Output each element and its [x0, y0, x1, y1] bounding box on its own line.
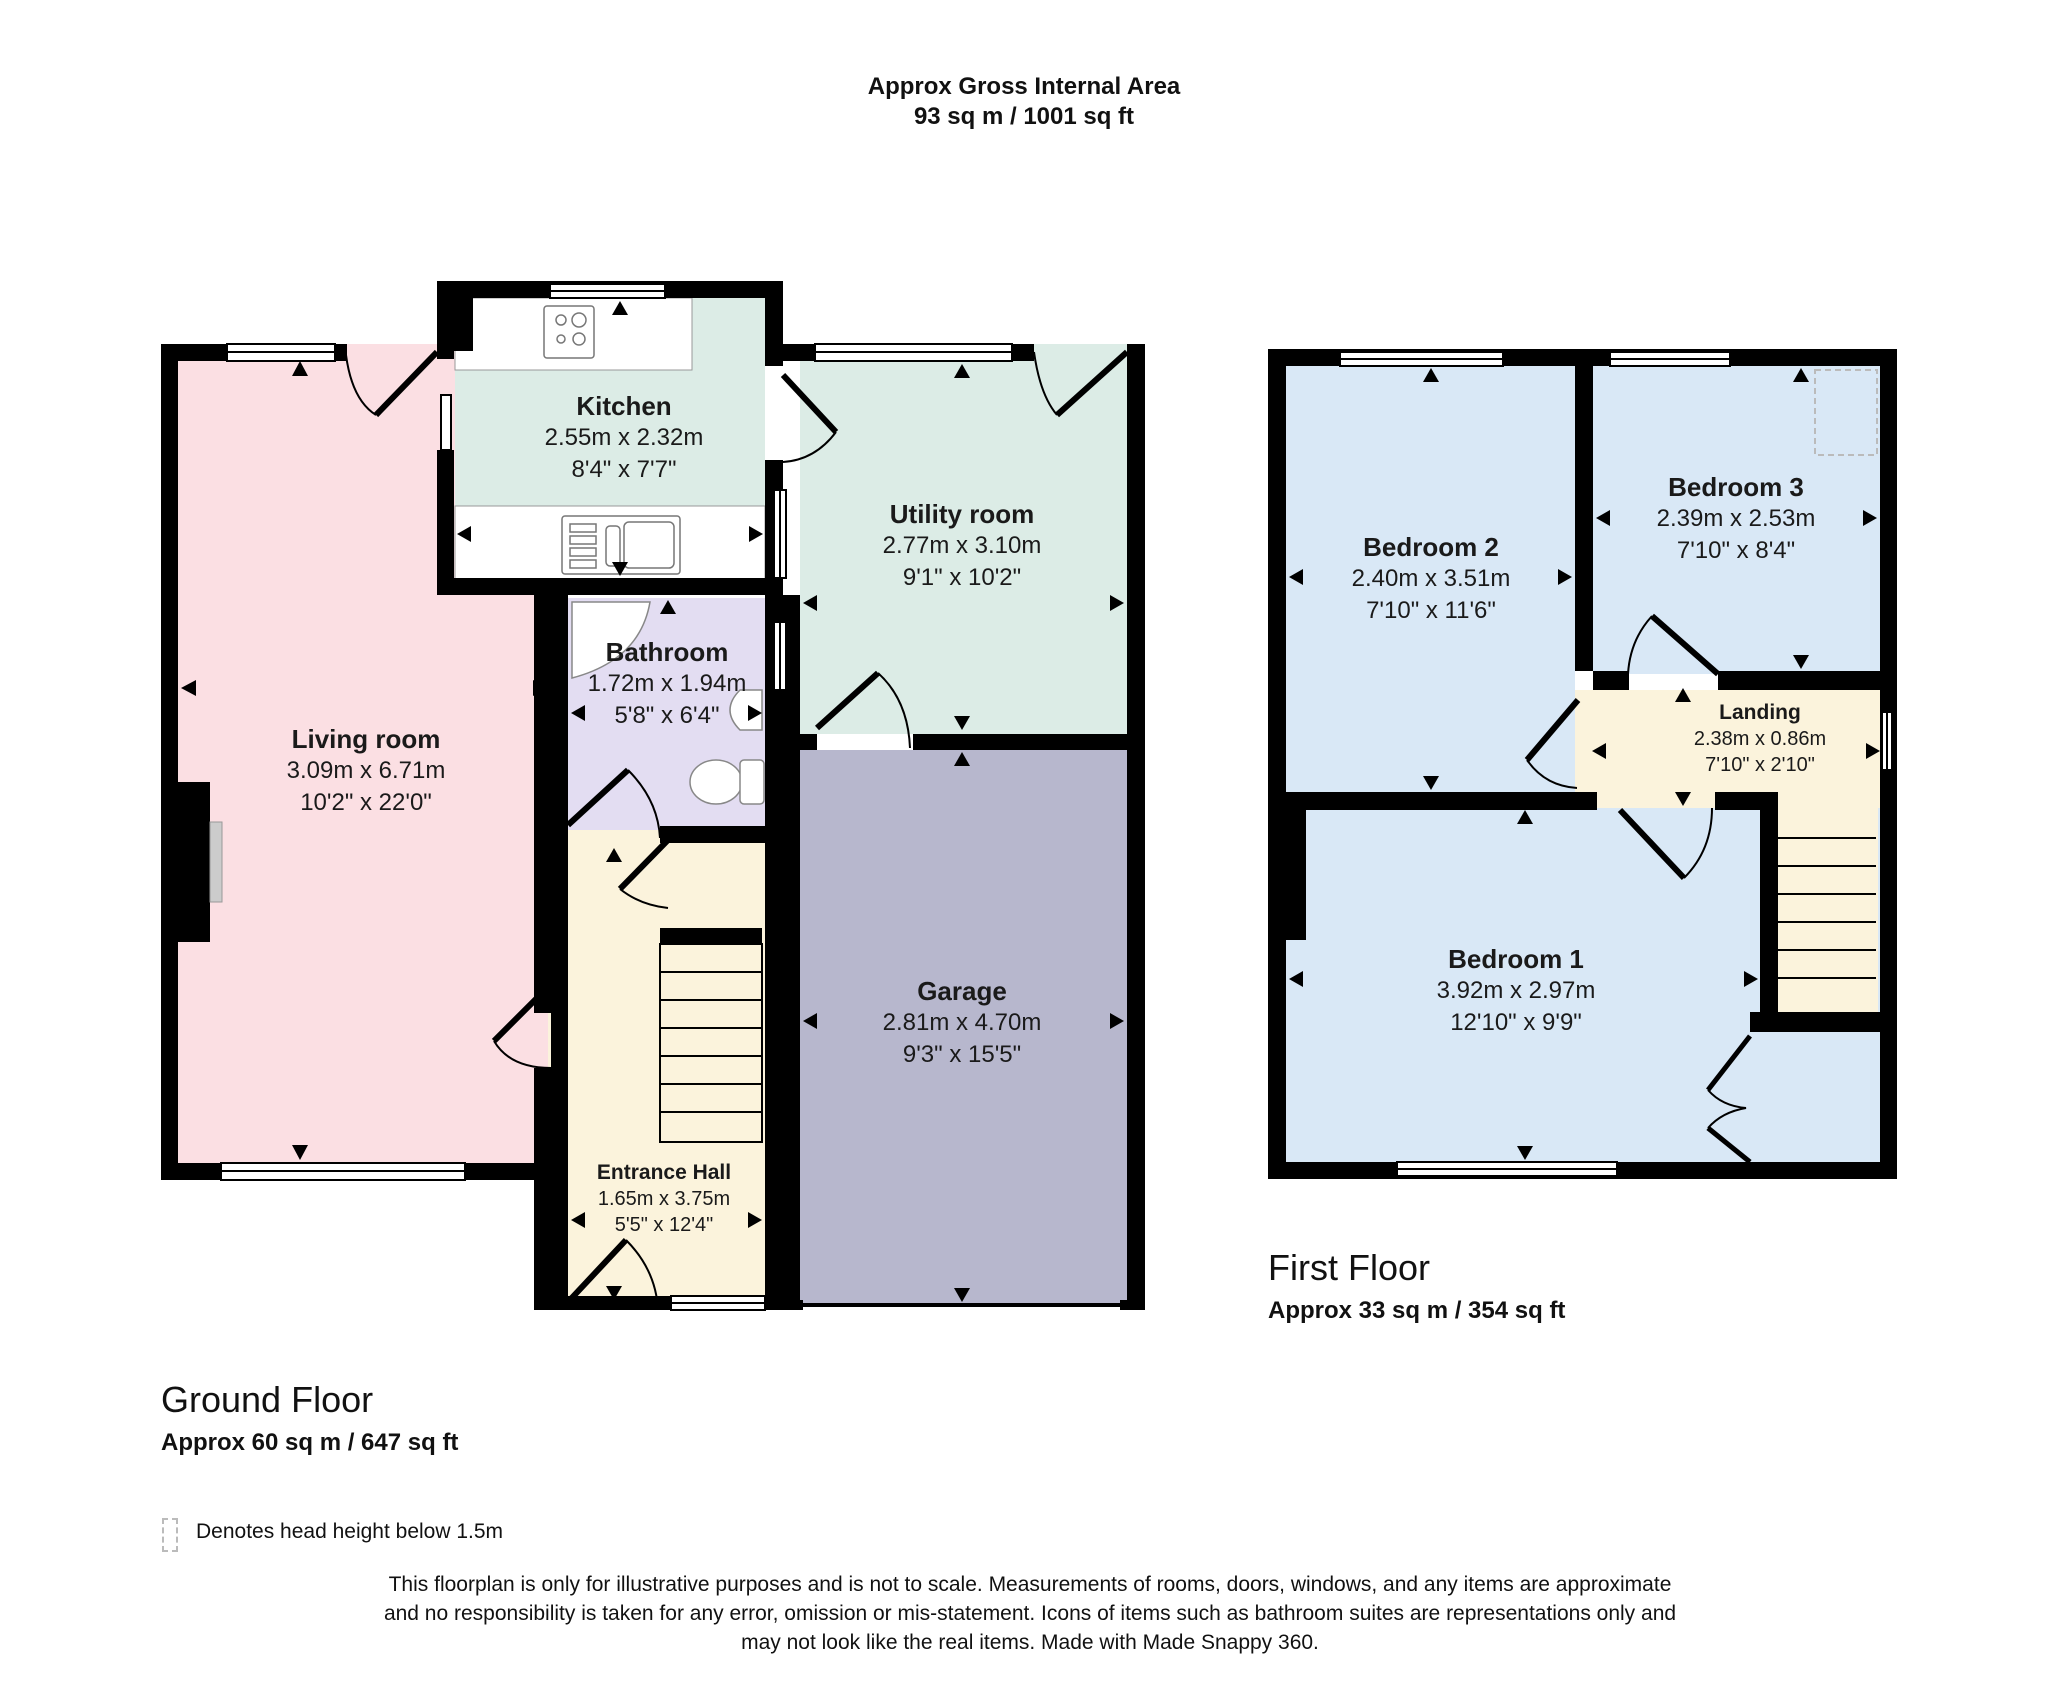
room-imperial: 7'10" x 2'10"	[1705, 754, 1815, 776]
room-name: Bedroom 3	[1668, 472, 1804, 502]
ground-floor-stairs	[659, 943, 763, 1143]
head-height-marker	[1814, 369, 1878, 456]
room-label-landing: Landing 2.38m x 0.86m 7'10" x 2'10"	[1694, 700, 1826, 778]
room-name: Bedroom 2	[1363, 532, 1499, 562]
disclaimer-line-3: may not look like the real items. Made w…	[741, 1631, 1319, 1654]
toilet-icon	[689, 759, 765, 805]
kitchen-worktop-top	[454, 297, 693, 371]
ground-floor-area: Approx 60 sq m / 647 sq ft	[161, 1429, 459, 1456]
room-imperial: 7'10" x 8'4"	[1676, 537, 1796, 564]
first-floor-area: Approx 33 sq m / 354 sq ft	[1268, 1297, 1566, 1324]
landing-fill	[1575, 690, 1880, 810]
dashed-rectangle-icon	[162, 1518, 178, 1552]
room-metric: 2.40m x 3.51m	[1351, 565, 1511, 592]
room-label-utility-room: Utility room 2.77m x 3.10m 9'1" x 10'2"	[883, 498, 1042, 594]
first-floor-windows	[1339, 351, 1893, 1177]
ground-floor-doors	[345, 349, 1130, 1311]
room-metric: 3.92m x 2.97m	[1436, 977, 1596, 1004]
gia-title: Approx Gross Internal Area	[867, 73, 1181, 100]
legend-text: Denotes head height below 1.5m	[196, 1520, 504, 1543]
room-label-bathroom: Bathroom 1.72m x 1.94m 5'8" x 6'4"	[588, 636, 747, 732]
ground-floor-caption: Ground Floor Approx 60 sq m / 647 sq ft	[161, 1380, 458, 1458]
room-imperial: 9'1" x 10'2"	[902, 564, 1022, 591]
room-name: Entrance Hall	[596, 1161, 732, 1184]
disclaimer-line-1: This floorplan is only for illustrative …	[388, 1573, 1672, 1596]
utility-room-fill	[800, 344, 1127, 734]
room-name: Bedroom 1	[1448, 944, 1584, 974]
room-name: Bathroom	[605, 637, 729, 667]
ground-floor-title: Ground Floor	[161, 1379, 374, 1420]
ground-floor-windows	[209, 283, 1013, 1311]
room-metric: 2.55m x 2.32m	[544, 424, 704, 451]
room-label-living-room: Living room 3.09m x 6.71m 10'2" x 22'0"	[287, 723, 446, 819]
bedroom-3-fill	[1593, 366, 1880, 674]
room-name: Utility room	[889, 499, 1035, 529]
room-imperial: 12'10" x 9'9"	[1450, 1009, 1582, 1036]
room-metric: 1.65m x 3.75m	[597, 1188, 731, 1210]
disclaimer: This floorplan is only for illustrative …	[300, 1570, 1760, 1657]
room-metric: 2.81m x 4.70m	[882, 1009, 1042, 1036]
room-imperial: 5'5" x 12'4"	[614, 1214, 714, 1236]
room-imperial: 10'2" x 22'0"	[300, 789, 432, 816]
room-imperial: 7'10" x 11'6"	[1366, 597, 1496, 624]
gia-total-area: 93 sq m / 1001 sq ft	[913, 103, 1135, 130]
room-metric: 2.38m x 0.86m	[1693, 728, 1827, 750]
garage-fill	[800, 750, 1127, 1306]
dimension-arrows	[181, 301, 1880, 1302]
shower-tray-icon	[571, 601, 651, 679]
room-imperial: 9'3" x 15'5"	[902, 1041, 1022, 1068]
room-imperial: 5'8" x 6'4"	[614, 702, 720, 729]
room-label-garage: Garage 2.81m x 4.70m 9'3" x 15'5"	[883, 975, 1042, 1071]
room-label-bedroom-1: Bedroom 1 3.92m x 2.97m 12'10" x 9'9"	[1437, 943, 1596, 1039]
first-floor-stairs	[1778, 837, 1876, 979]
kitchen-worktop-bottom	[454, 505, 766, 581]
basin-icon	[729, 689, 763, 731]
first-floor-caption: First Floor Approx 33 sq m / 354 sq ft	[1268, 1248, 1565, 1326]
room-imperial: 8'4" x 7'7"	[571, 456, 677, 483]
room-metric: 3.09m x 6.71m	[286, 757, 446, 784]
first-floor-title: First Floor	[1268, 1247, 1430, 1288]
disclaimer-line-2: and no responsibility is taken for any e…	[383, 1602, 1677, 1625]
room-label-bedroom-3: Bedroom 3 2.39m x 2.53m 7'10" x 8'4"	[1657, 471, 1816, 567]
bedroom-2-fill	[1286, 366, 1575, 792]
room-name: Kitchen	[576, 391, 672, 421]
room-label-entrance-hall: Entrance Hall 1.65m x 3.75m 5'5" x 12'4"	[597, 1160, 731, 1238]
room-label-bedroom-2: Bedroom 2 2.40m x 3.51m 7'10" x 11'6"	[1352, 531, 1511, 627]
ground-floor-plan	[161, 281, 1145, 1311]
first-floor-plan	[1268, 349, 1897, 1179]
room-metric: 1.72m x 1.94m	[587, 670, 747, 697]
room-label-kitchen: Kitchen 2.55m x 2.32m 8'4" x 7'7"	[545, 390, 704, 486]
ground-floor-walls	[161, 281, 1145, 1310]
room-name: Garage	[917, 976, 1007, 1006]
room-name: Living room	[291, 724, 441, 754]
room-metric: 2.39m x 2.53m	[1656, 505, 1816, 532]
hob-icon	[543, 305, 595, 359]
room-metric: 2.77m x 3.10m	[882, 532, 1042, 559]
gross-internal-area-header: Approx Gross Internal Area 93 sq m / 100…	[0, 72, 2048, 132]
room-name: Landing	[1719, 701, 1801, 724]
first-floor-doors	[1524, 613, 1752, 1164]
